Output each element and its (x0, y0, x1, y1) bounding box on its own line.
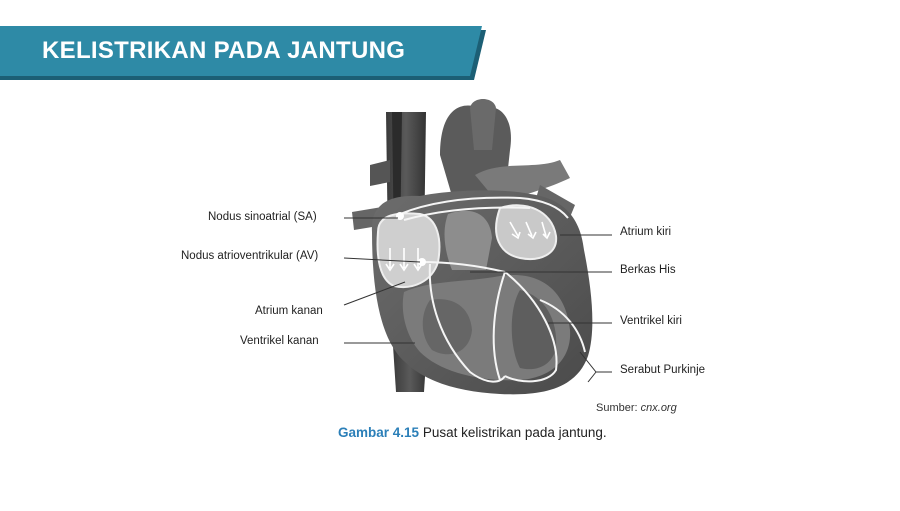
signal-arrows (385, 221, 551, 272)
source-value: cnx.org (640, 402, 677, 414)
av-node (418, 258, 426, 266)
figure-source: Sumber: cnx.org (596, 402, 677, 414)
source-prefix: Sumber: (596, 402, 638, 414)
banner-shape (0, 26, 486, 80)
label-av-node: Nodus atrioventrikular (AV) (181, 250, 319, 262)
left-atrium-chamber (495, 204, 558, 260)
figure-caption: Gambar 4.15 Pusat kelistrikan pada jantu… (338, 425, 607, 440)
label-purkinje-fibers: Serabut Purkinje (620, 364, 706, 376)
slide-title: KELISTRIKAN PADA JANTUNG (42, 37, 406, 64)
label-bundle-of-his: Berkas His (620, 264, 676, 276)
title-banner: KELISTRIKAN PADA JANTUNG (0, 26, 490, 80)
label-left-ventricle: Ventrikel kiri (620, 315, 682, 327)
label-left-atrium: Atrium kiri (620, 226, 672, 238)
sa-node (396, 212, 404, 220)
label-sa-node: Nodus sinoatrial (SA) (208, 211, 317, 223)
label-right-atrium: Atrium kanan (255, 305, 323, 317)
caption-number: Gambar 4.15 (338, 425, 420, 440)
label-right-ventricle: Ventrikel kanan (240, 335, 319, 347)
conduction-pathways (399, 196, 586, 383)
leader-lines (343, 217, 612, 383)
caption-text: Pusat kelistrikan pada jantung. (422, 425, 607, 440)
